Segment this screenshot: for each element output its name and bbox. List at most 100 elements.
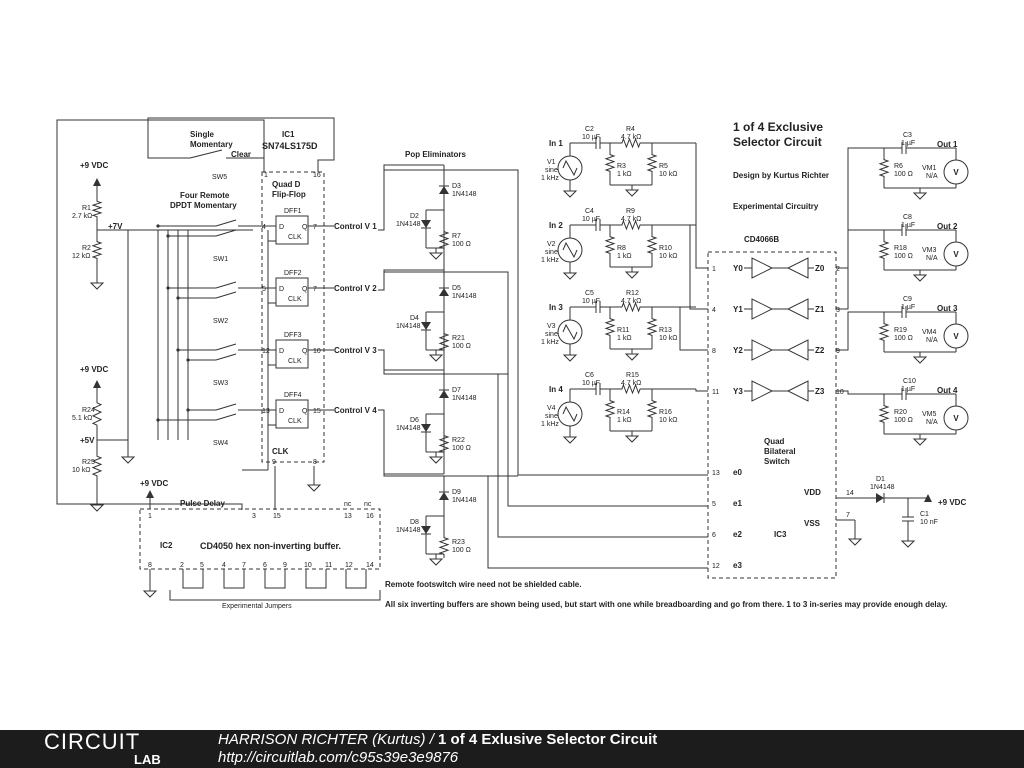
pulse-delay-label: Pulse Delay bbox=[180, 499, 225, 508]
d1-val: 1N4148 bbox=[870, 484, 895, 491]
output-c-val-1: 1 µF bbox=[901, 140, 915, 147]
pop-r-val-2: 100 Ω bbox=[452, 343, 471, 350]
dff-box-1 bbox=[275, 215, 309, 245]
ic3-enable-pin-3: 6 bbox=[712, 532, 716, 539]
dff-box-2 bbox=[275, 277, 309, 307]
ic2-bottom-pin-1: 8 bbox=[148, 562, 152, 569]
c1-val: 10 nF bbox=[920, 519, 938, 526]
diode bbox=[421, 526, 431, 534]
title-separator: / bbox=[425, 731, 439, 748]
pop-d-top-1: D3 bbox=[452, 183, 461, 190]
ic1-desc2: Flip-Flop bbox=[272, 190, 306, 199]
vm-val-1: N/A bbox=[926, 173, 938, 180]
wire bbox=[383, 169, 444, 226]
vm-val-3: N/A bbox=[926, 337, 938, 344]
switch-blade bbox=[215, 353, 237, 361]
control-label-1: Control V 1 bbox=[334, 222, 377, 231]
ic3-z-4: Z3 bbox=[815, 387, 825, 396]
ic3-pin-out-4: 10 bbox=[836, 389, 844, 396]
single-momentary-1: Single bbox=[190, 130, 215, 139]
switch-buffer bbox=[751, 339, 774, 361]
ic3-pin14: 14 bbox=[846, 490, 854, 497]
ic3-pin7: 7 bbox=[846, 512, 850, 519]
resistor bbox=[646, 151, 658, 175]
ic3-part: CD4066B bbox=[744, 235, 779, 244]
junction-dot bbox=[176, 348, 180, 352]
diode bbox=[439, 288, 449, 296]
ground-symbol bbox=[428, 354, 444, 362]
c1-name: C1 bbox=[920, 511, 929, 518]
pop-d-top-val-3: 1N4148 bbox=[452, 395, 477, 402]
diode bbox=[876, 493, 884, 503]
vm-val-2: N/A bbox=[926, 255, 938, 262]
output-label-2: Out 2 bbox=[937, 222, 958, 231]
wire bbox=[836, 311, 896, 351]
ic1-pin1: 1 bbox=[264, 172, 268, 179]
supply-arrow bbox=[146, 490, 154, 498]
ic2-bottom-pin-6: 6 bbox=[263, 562, 267, 569]
dff-pin-out-1: 7 bbox=[313, 224, 317, 231]
input-rg-3: R11 bbox=[617, 327, 629, 334]
ic2-bottom-pin-2: 2 bbox=[180, 562, 184, 569]
ic3-z-1: Z0 bbox=[815, 264, 825, 273]
output-c-3: C9 bbox=[903, 296, 912, 303]
wire bbox=[147, 117, 335, 172]
wire bbox=[836, 390, 896, 395]
output-c-val-4: 1 µF bbox=[901, 386, 915, 393]
ic2-bottom-pin-9: 11 bbox=[325, 562, 332, 569]
input-c-val-1: 10 µF bbox=[582, 134, 600, 141]
ground-symbol bbox=[624, 271, 640, 279]
ic3-y-1: Y0 bbox=[733, 264, 743, 273]
ic1-pin16: 16 bbox=[313, 172, 321, 179]
ic2-name: IC2 bbox=[160, 541, 173, 550]
switch-label-1: SW1 bbox=[213, 256, 228, 263]
pop-d-left-val-2: 1N4148 bbox=[396, 323, 421, 330]
voltmeter-symbol-2: V bbox=[953, 250, 959, 259]
resistor bbox=[91, 398, 103, 430]
v-type-4: sine bbox=[545, 413, 558, 420]
wire bbox=[383, 350, 444, 375]
voltmeter-symbol-3: V bbox=[953, 332, 959, 341]
ic1-desc1: Quad D bbox=[272, 180, 301, 189]
pop-r-1: R7 bbox=[452, 233, 461, 240]
resistor bbox=[91, 452, 103, 480]
dff-d: D bbox=[279, 286, 284, 293]
pop-d-left-1: D2 bbox=[410, 213, 419, 220]
input-rg-val-1: 1 kΩ bbox=[617, 171, 632, 178]
r24-val: 5.1 kΩ bbox=[72, 415, 92, 422]
supply-5v: +5V bbox=[80, 436, 95, 445]
sine-wave bbox=[562, 159, 578, 177]
ic3-pin-in-1: 1 bbox=[712, 266, 716, 273]
input-rs-1: R4 bbox=[626, 126, 635, 133]
switch-label-2: SW2 bbox=[213, 318, 228, 325]
circuit-url[interactable]: http://circuitlab.com/c95s39e3e9876 bbox=[218, 749, 459, 766]
ground-symbol bbox=[120, 456, 136, 464]
note-2: All six inverting buffers are shown bein… bbox=[385, 600, 947, 609]
switch-buffer bbox=[786, 380, 809, 402]
ic2-bottom-pin-8: 10 bbox=[304, 562, 312, 569]
wire bbox=[836, 229, 896, 310]
switch-blade bbox=[215, 281, 237, 289]
pop-r-4: R23 bbox=[452, 539, 465, 546]
nc-label-1: nc bbox=[344, 501, 352, 508]
ic3-desc-1: Quad bbox=[764, 437, 785, 446]
author-link[interactable]: HARRISON RICHTER (Kurtus) bbox=[218, 731, 426, 748]
ic3-pin-out-2: 3 bbox=[836, 307, 840, 314]
sine-wave bbox=[562, 241, 578, 259]
ic1-pin9: 9 bbox=[272, 459, 276, 466]
r25-name: R25 bbox=[82, 459, 95, 466]
v-freq-4: 1 kHz bbox=[541, 421, 559, 428]
circuit-name: 1 of 4 Exlusive Selector Circuit bbox=[438, 731, 658, 748]
input-rg-4: R14 bbox=[617, 409, 630, 416]
resistor bbox=[878, 238, 890, 262]
diode bbox=[439, 492, 449, 500]
circuitlab-logo[interactable]: CIRCUIT LAB bbox=[44, 731, 194, 767]
r25-val: 10 kΩ bbox=[72, 467, 90, 474]
input-label-2: In 2 bbox=[549, 221, 563, 230]
junction-dot bbox=[156, 418, 160, 422]
ground-symbol bbox=[562, 436, 578, 444]
dff-clk: CLK bbox=[288, 418, 302, 425]
junction-dot bbox=[186, 358, 190, 362]
input-c-3: C5 bbox=[585, 290, 594, 297]
ground-symbol bbox=[89, 504, 105, 512]
